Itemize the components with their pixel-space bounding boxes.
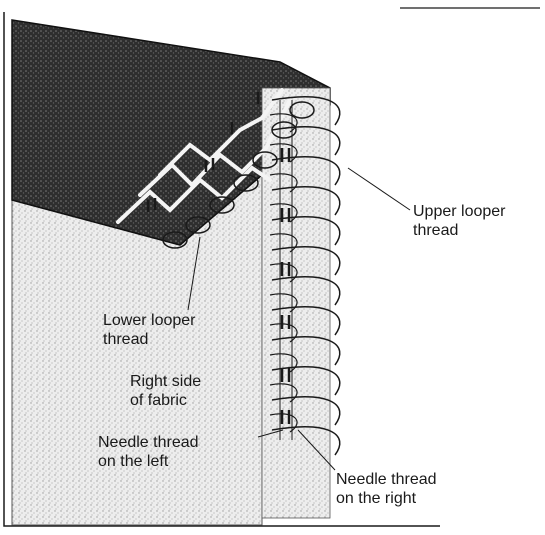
leader-upper-looper [348,168,410,210]
needle-right-label: Needle thread on the right [336,470,437,508]
right-side-label: Right side of fabric [130,372,201,410]
lower-looper-label: Lower looper thread [103,311,196,349]
needle-left-label: Needle thread on the left [98,433,199,471]
upper-looper-label: Upper looper thread [413,202,506,240]
